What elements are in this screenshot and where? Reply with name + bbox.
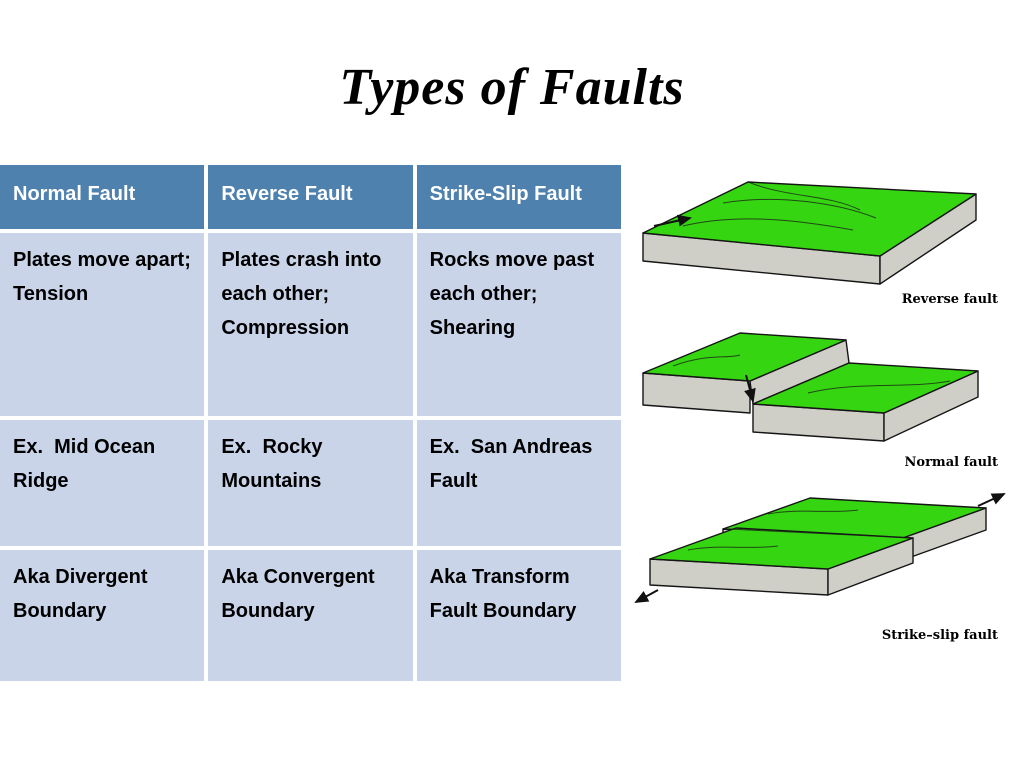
terrain-line [682, 218, 854, 231]
cell-strike-slip-fault-aka: Aka Transform Fault Boundary [416, 550, 621, 681]
header-cell-strike-slip-fault: Strike-Slip Fault [416, 165, 621, 229]
cell-strike-slip-fault-example: Ex. San Andreas Fault [416, 420, 621, 546]
slip-arrow-northeast-icon [977, 493, 1006, 507]
cell-reverse-fault-aka: Aka Convergent Boundary [208, 550, 413, 681]
slide-title: Types of Faults [339, 59, 685, 116]
compression-arrow-icon [653, 214, 692, 227]
terrain-line [687, 545, 779, 551]
diagram-label-normal-fault: Normal fault [904, 455, 998, 470]
terrain-line [807, 380, 951, 394]
terrain-line [747, 181, 861, 211]
fault-diagrams-panel: Reverse fault Normal fault [628, 158, 1020, 657]
slip-arrow-southwest-icon [634, 589, 659, 603]
strike-slip-fault-illustration [634, 493, 1006, 603]
fault-trace-line [727, 528, 914, 539]
reverse-fault-illustration [642, 181, 977, 285]
diagram-strike-slip-fault: Strike–slip fault [628, 484, 1020, 643]
terrain-line [672, 354, 741, 367]
normal-fault-lower-top-surface [752, 362, 979, 414]
cell-reverse-fault-description: Plates crash into each other; Compressio… [208, 233, 413, 416]
cell-reverse-fault-example: Ex. Rocky Mountains [208, 420, 413, 546]
downthrow-arrow-icon [744, 374, 756, 403]
reverse-fault-top-surface [642, 181, 977, 257]
diagram-reverse-fault: Reverse fault [628, 158, 1020, 307]
diagram-label-reverse-fault: Reverse fault [901, 292, 998, 307]
header-cell-normal-fault: Normal Fault [0, 165, 205, 229]
cell-normal-fault-example: Ex. Mid Ocean Ridge [0, 420, 205, 546]
thrust-scarp-line [722, 198, 877, 219]
cell-normal-fault-aka: Aka Divergent Boundary [0, 550, 205, 681]
faults-table: Normal Fault Reverse Fault Strike-Slip F… [0, 165, 621, 681]
diagram-normal-fault: Normal fault [628, 321, 1020, 470]
cell-strike-slip-fault-description: Rocks move past each other; Shearing [416, 233, 621, 416]
normal-fault-illustration [642, 332, 979, 442]
normal-fault-upper-top-surface [642, 332, 847, 382]
diagram-label-strike-slip-fault: Strike–slip fault [881, 628, 998, 643]
terrain-line [767, 509, 859, 515]
cell-normal-fault-description: Plates move apart; Tension [0, 233, 205, 416]
header-cell-reverse-fault: Reverse Fault [208, 165, 413, 229]
